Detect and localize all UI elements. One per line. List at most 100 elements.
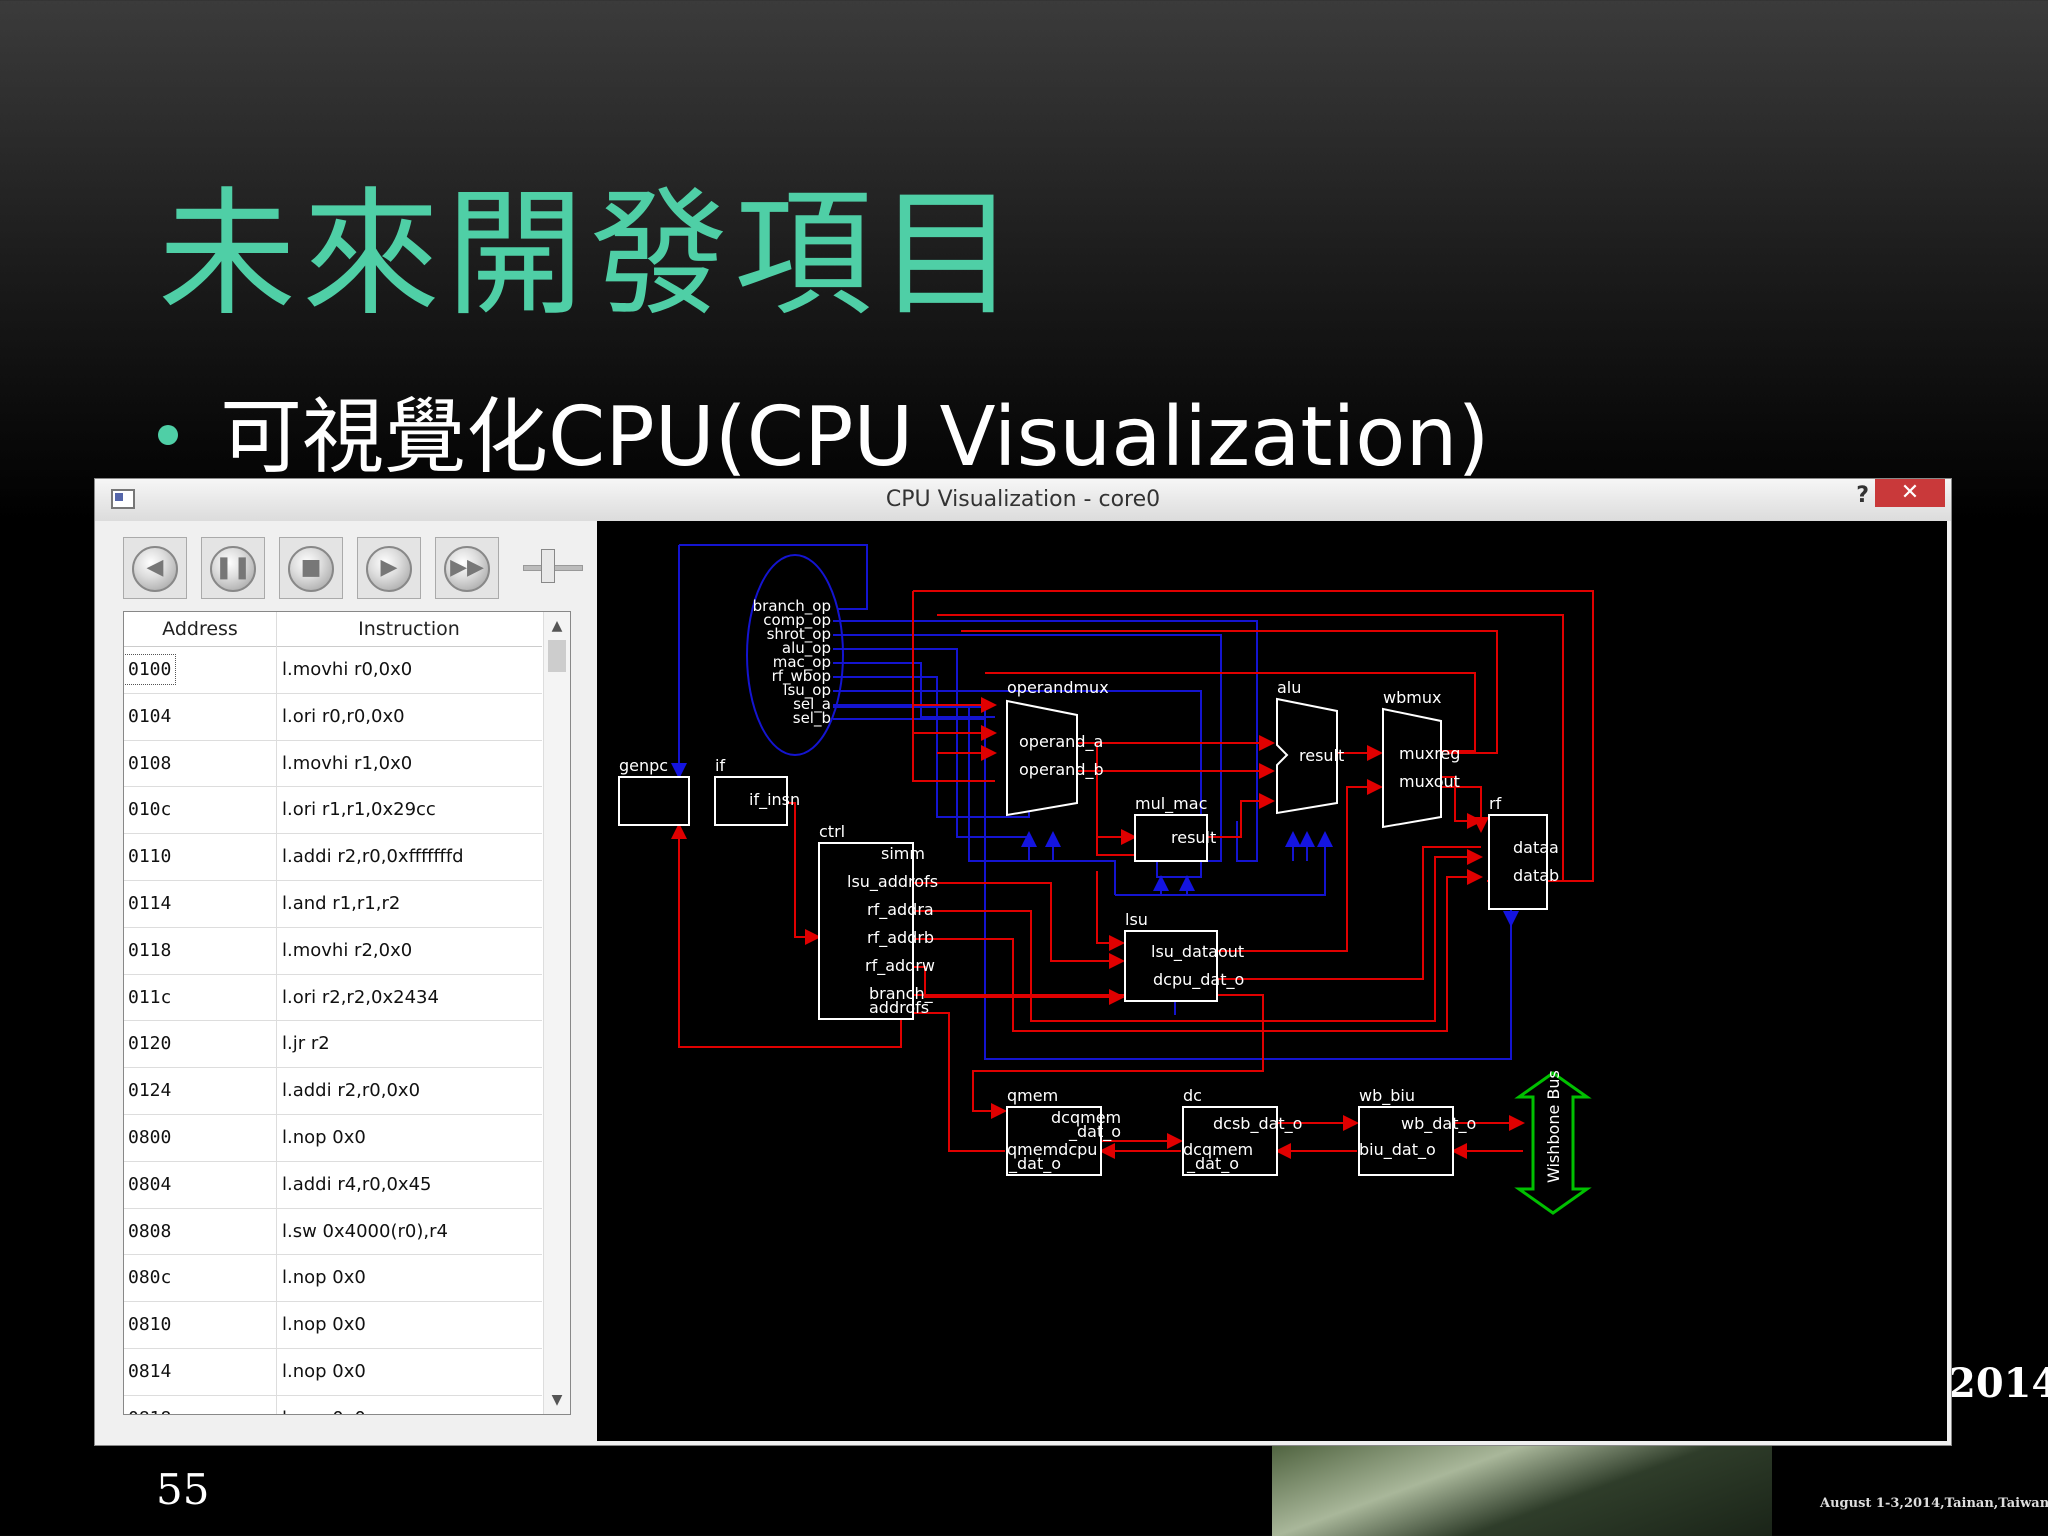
cpu-diagram: branch_opcomp_opshrot_opalu_opmac_oprf_w…	[618, 544, 1594, 1215]
instruction-cell: l.addi r2,r0,0x0	[282, 1080, 421, 1102]
address-cell: 0808	[128, 1220, 172, 1242]
address-cell: 0814	[128, 1360, 172, 1382]
dc-label: dc	[1183, 1086, 1202, 1105]
muxout-port: muxout	[1399, 772, 1460, 791]
close-button[interactable]: ✕	[1875, 479, 1945, 507]
pause-icon	[210, 546, 256, 592]
qmem-label: qmem	[1007, 1086, 1058, 1105]
qmem-port-dat-o-2: _dat_o	[1008, 1154, 1061, 1174]
table-row[interactable]: 0818l.nop 0x0	[124, 1396, 542, 1414]
window-title: CPU Visualization - core0	[885, 487, 1161, 512]
block-dc[interactable]: dc dcsb_dat_o dcqmem _dat_o	[1182, 1086, 1302, 1176]
help-button[interactable]: ?	[1856, 483, 1869, 508]
page-number: 55	[156, 1465, 210, 1514]
instruction-cell: l.nop 0x0	[282, 1360, 366, 1382]
block-ctrl[interactable]: ctrl simm lsu_addrofs rf_addra rf_addrb …	[818, 822, 938, 1020]
decoder-op-label: mac_op	[773, 653, 831, 672]
dc-port-dat-o: _dat_o	[1186, 1154, 1239, 1174]
address-cell: 080c	[128, 1267, 172, 1289]
decoder-op-label: sel_a	[793, 695, 831, 714]
column-header-instruction[interactable]: Instruction	[358, 618, 460, 640]
bullet-item: 可視覺化CPU(CPU Visualization)	[158, 370, 1489, 489]
qmem-port-dat-o-1: _dat_o	[1068, 1122, 1121, 1142]
ctrl-port-rf-addrw: rf_addrw	[865, 956, 935, 976]
decoder-op-label: branch_op	[753, 597, 831, 616]
lsu-label: lsu	[1125, 910, 1148, 929]
fast-forward-glyph: ▶▶	[450, 555, 484, 580]
bullet-dot-icon	[158, 424, 178, 445]
wishbone-bus-label: Wishbone Bus	[1544, 1070, 1563, 1183]
ctrl-port-addrofs: addrofs	[869, 998, 929, 1017]
ctrl-label: ctrl	[819, 822, 845, 841]
decoder-op-label: lsu_op	[783, 681, 831, 700]
table-scrollbar[interactable]: ▲ ▼	[543, 612, 570, 1414]
cpu-visualization-window: CPU Visualization - core0 ? ✕ ◀ ❚❚ ■ ▶	[94, 478, 1952, 1446]
block-wb-biu[interactable]: wb_biu wb_dat_o biu_dat_o	[1358, 1086, 1476, 1176]
table-row[interactable]: 0814 l.nop 0x0	[124, 1349, 542, 1396]
block-qmem[interactable]: qmem dcqmem _dat_o qmemdcpu _dat_o	[1006, 1086, 1121, 1176]
operand-a-port: operand_a	[1019, 732, 1103, 752]
decoder-op-label: rf_wbop	[772, 667, 831, 686]
decoder-ellipse[interactable]	[746, 554, 844, 756]
alu-result-port: result	[1299, 746, 1344, 765]
instruction-cell: l.jr r2	[282, 1033, 330, 1055]
column-header-address[interactable]: Address	[162, 618, 238, 640]
block-operandmux[interactable]: operandmux operand_a operand_b	[1006, 678, 1109, 817]
block-rf[interactable]: rf dataa datab	[1488, 794, 1559, 910]
wishbone-bus[interactable]: Wishbone Bus	[1514, 1070, 1592, 1215]
stop-icon	[288, 546, 334, 592]
scroll-down-icon[interactable]: ▼	[551, 1392, 563, 1408]
address-cell: 0114	[128, 892, 172, 914]
instruction-cell: l.sw 0x4000(r0),r4	[282, 1220, 448, 1242]
table-row[interactable]: 0808 l.sw 0x4000(r0),r4	[124, 1209, 542, 1256]
instruction-cell: l.and r1,r1,r2	[282, 892, 401, 914]
wb-biu-label: wb_biu	[1359, 1086, 1415, 1106]
rewind-button[interactable]: ◀	[123, 537, 187, 599]
address-cell: 0104	[128, 705, 172, 727]
pause-button[interactable]: ❚❚	[201, 537, 265, 599]
scroll-thumb[interactable]	[548, 640, 566, 672]
left-panel: ◀ ❚❚ ■ ▶ ▶▶ Address I	[109, 521, 599, 1441]
scroll-up-icon[interactable]: ▲	[551, 618, 563, 634]
ctrl-port-rf-addrb: rf_addrb	[867, 928, 934, 948]
bullet-text: 可視覺化CPU(CPU Visualization)	[220, 390, 1490, 485]
block-wbmux[interactable]: wbmux muxreg muxout	[1382, 688, 1460, 829]
table-header: Address Instruction	[124, 612, 542, 647]
instruction-cell: l.addi r4,r0,0x45	[282, 1173, 432, 1195]
block-if[interactable]: if if_insn	[714, 756, 800, 826]
background-photo	[1272, 1440, 1772, 1536]
rewind-icon	[132, 546, 178, 592]
address-cell: 0108	[128, 752, 172, 774]
play-button[interactable]: ▶	[357, 537, 421, 599]
table-row[interactable]: 0114 l.and r1,r1,r2	[124, 881, 542, 928]
qmem-port-qmemdcpu: qmemdcpu	[1007, 1140, 1097, 1159]
stop-button[interactable]: ■	[279, 537, 343, 599]
block-genpc[interactable]: genpc	[618, 756, 690, 826]
app-icon[interactable]	[111, 489, 135, 509]
block-mul-mac[interactable]: mul_mac result	[1134, 794, 1216, 862]
fast-forward-button[interactable]: ▶▶	[435, 537, 499, 599]
biu-dat-o-port: biu_dat_o	[1359, 1140, 1436, 1160]
mul-mac-result-port: result	[1171, 828, 1216, 847]
block-alu[interactable]: alu result	[1276, 678, 1344, 815]
window-titlebar[interactable]: CPU Visualization - core0 ? ✕	[95, 479, 1951, 521]
speed-slider-handle[interactable]	[541, 549, 555, 583]
block-lsu[interactable]: lsu lsu_dataout dcpu_dat_o	[1124, 910, 1244, 1002]
stop-glyph: ■	[300, 555, 322, 580]
ctrl-port-lsu-addrofs: lsu_addrofs	[847, 872, 938, 892]
